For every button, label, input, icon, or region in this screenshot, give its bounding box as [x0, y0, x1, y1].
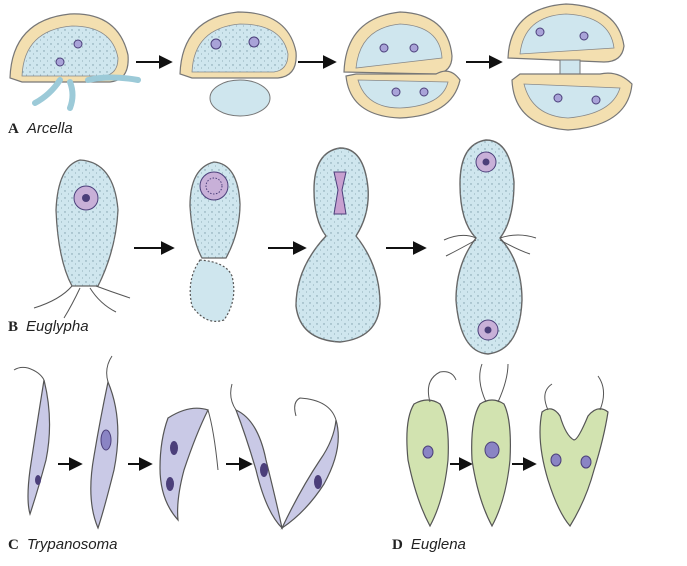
trypanosoma-row [13, 355, 339, 530]
panel-letter: D [392, 537, 403, 553]
euglypha-stage-4 [443, 139, 537, 355]
panel-letter: C [8, 537, 19, 553]
organism-name: Euglena [410, 536, 466, 553]
arcella-stage-4 [507, 3, 633, 131]
euglena-row [406, 363, 609, 528]
arcella-stage-2 [179, 11, 297, 117]
euglypha-row [33, 139, 537, 355]
panel-label-d: D Euglena [392, 536, 466, 554]
trypanosoma-stage-1 [13, 366, 51, 517]
organism-name: Trypanosoma [26, 536, 118, 553]
euglypha-stage-2 [189, 161, 241, 322]
panel-label-b: B Euglypha [8, 318, 89, 336]
euglena-stage-1 [406, 371, 457, 528]
panel-label-c: C Trypanosoma [8, 536, 117, 554]
panel-label-a: A Arcella [8, 120, 73, 138]
trypanosoma-stage-3 [159, 407, 219, 522]
organism-name: Euglypha [26, 318, 89, 335]
trypanosoma-stage-2 [90, 355, 119, 530]
euglena-stage-2 [471, 363, 511, 528]
euglypha-stage-1 [33, 159, 131, 319]
panel-letter: A [8, 121, 19, 137]
panel-letter: B [8, 319, 19, 335]
organism-name: Arcella [26, 120, 73, 137]
euglena-stage-3 [539, 375, 609, 528]
trypanosoma-stage-4 [230, 383, 339, 530]
arcella-stage-1 [9, 13, 141, 111]
arcella-row [9, 3, 633, 131]
arcella-stage-3 [343, 11, 461, 119]
euglypha-stage-3 [295, 147, 381, 343]
